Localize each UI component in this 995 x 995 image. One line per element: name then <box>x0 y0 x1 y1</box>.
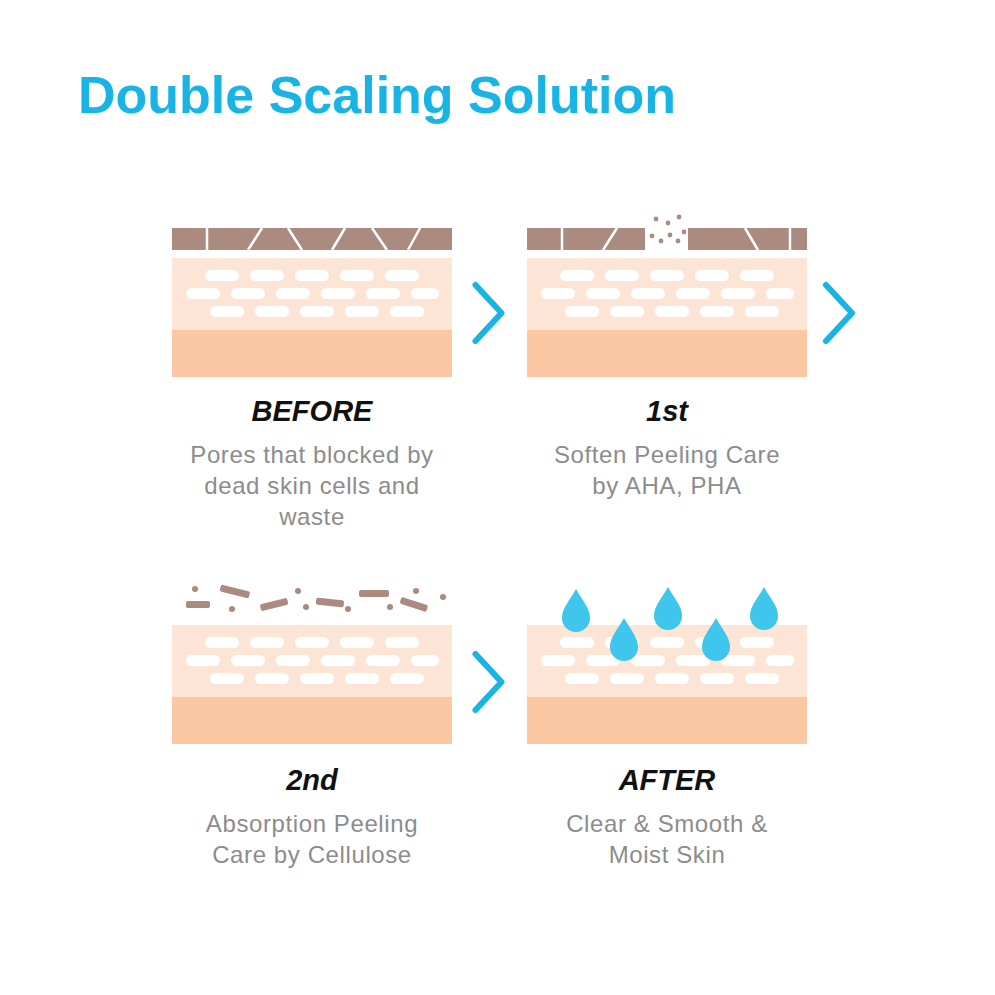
step-heading: 1st <box>527 394 807 428</box>
step-panel: 2ndAbsorption Peeling Care by Cellulose <box>172 573 452 870</box>
step-description: Absorption Peeling Care by Cellulose <box>182 808 442 870</box>
softened-skin-layer <box>527 215 807 250</box>
flow-chevron <box>476 285 502 341</box>
step-panel: AFTER Clear & Smooth & Moist Skin <box>527 573 807 870</box>
step-heading: BEFORE <box>172 394 452 428</box>
step-panel: BEFORE Pores that blocked by dead skin ce… <box>172 204 452 532</box>
skin-layers <box>172 258 452 377</box>
step-description: Soften Peeling Care by AHA, PHA <box>537 439 797 501</box>
flow-chevron <box>476 654 502 710</box>
removed-dead-skin-flakes <box>186 584 446 612</box>
dead-skin-layer <box>172 228 452 250</box>
step-heading: 2nd <box>172 763 452 797</box>
diagram-title: Double Scaling Solution <box>78 64 676 126</box>
step-description: Pores that blocked by dead skin cells an… <box>182 439 442 532</box>
skin-layers <box>172 625 452 744</box>
step-description: Clear & Smooth & Moist Skin <box>537 808 797 870</box>
step-panel: 1stSoften Peeling Care by AHA, PHA <box>527 204 807 501</box>
skin-layers <box>527 258 807 377</box>
step-heading: AFTER <box>527 763 807 797</box>
skin-layers <box>527 625 807 744</box>
moisture-drops <box>562 587 778 661</box>
flow-chevron <box>826 285 852 341</box>
